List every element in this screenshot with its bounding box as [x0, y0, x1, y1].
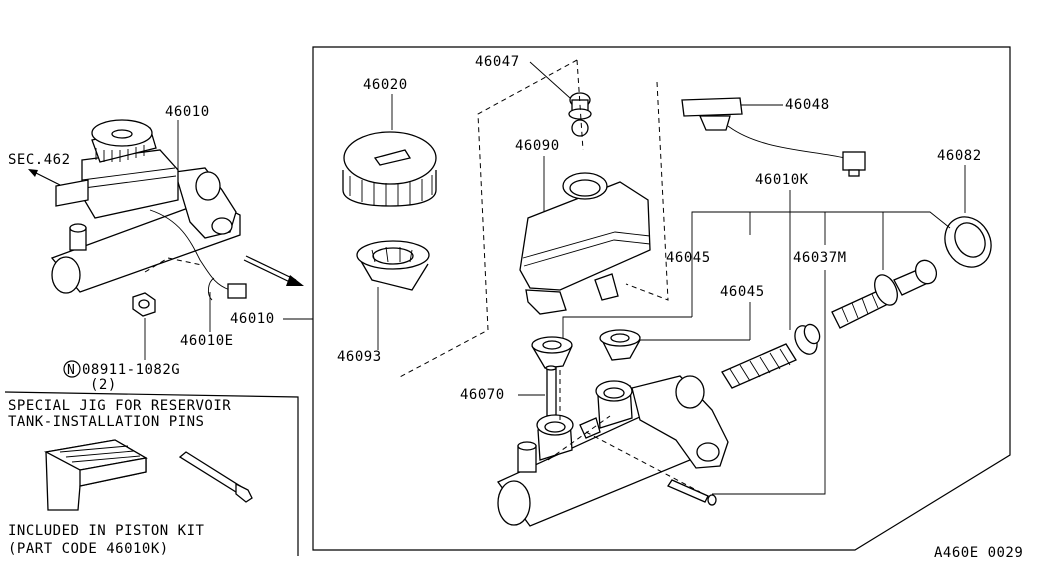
primary-piston-assembly [831, 259, 938, 329]
label-46010k: 46010K [755, 172, 809, 188]
special-jig-frame [4, 391, 299, 556]
reservoir-tank [519, 172, 651, 315]
label-46093: 46093 [337, 349, 382, 365]
cylinder-body [497, 375, 729, 527]
piston-stop-rod [667, 479, 717, 506]
label-46020: 46020 [363, 77, 408, 93]
label-bolt-code: 08911-1082G [82, 362, 180, 378]
n-marker-letter: N [67, 363, 75, 378]
label-sec462: SEC.462 [8, 152, 71, 168]
label-46010-top: 46010 [165, 104, 210, 120]
label-46037m: 46037M [793, 250, 847, 266]
secondary-piston-spring [721, 323, 821, 389]
label-46082: 46082 [937, 148, 982, 164]
seal-left [531, 336, 573, 369]
reservoir-screw [568, 92, 592, 137]
kit-note-line1: INCLUDED IN PISTON KIT [8, 523, 205, 539]
assembled-master-cylinder [50, 119, 247, 317]
label-bolt-qty: (2) [90, 377, 117, 393]
label-46045-b: 46045 [720, 284, 765, 300]
reservoir-seal [356, 240, 430, 291]
installation-pin [178, 451, 253, 503]
jig-title-line1: SPECIAL JIG FOR RESERVOIR [8, 398, 231, 414]
label-46045-a: 46045 [666, 250, 711, 266]
diagram-code: A460E 0029 [934, 545, 1023, 561]
level-sensor [681, 97, 866, 177]
seal-right [599, 329, 641, 361]
label-46047: 46047 [475, 54, 520, 70]
sec-arrow [28, 169, 61, 186]
label-46070: 46070 [460, 387, 505, 403]
label-46010-left: 46010 [230, 311, 275, 327]
retaining-ring [944, 216, 992, 268]
exploded-view-frame [312, 46, 1011, 551]
special-jig-block [44, 439, 148, 511]
reservoir-pin [545, 365, 557, 417]
label-46010e: 46010E [180, 333, 234, 349]
label-46090: 46090 [515, 138, 560, 154]
label-46048: 46048 [785, 97, 830, 113]
reservoir-cap [342, 131, 437, 207]
n-marker-circle [63, 360, 81, 378]
explode-arrow [243, 255, 304, 286]
jig-title-line2: TANK-INSTALLATION PINS [8, 414, 204, 430]
kit-note-line2: (PART CODE 46010K) [8, 541, 169, 557]
